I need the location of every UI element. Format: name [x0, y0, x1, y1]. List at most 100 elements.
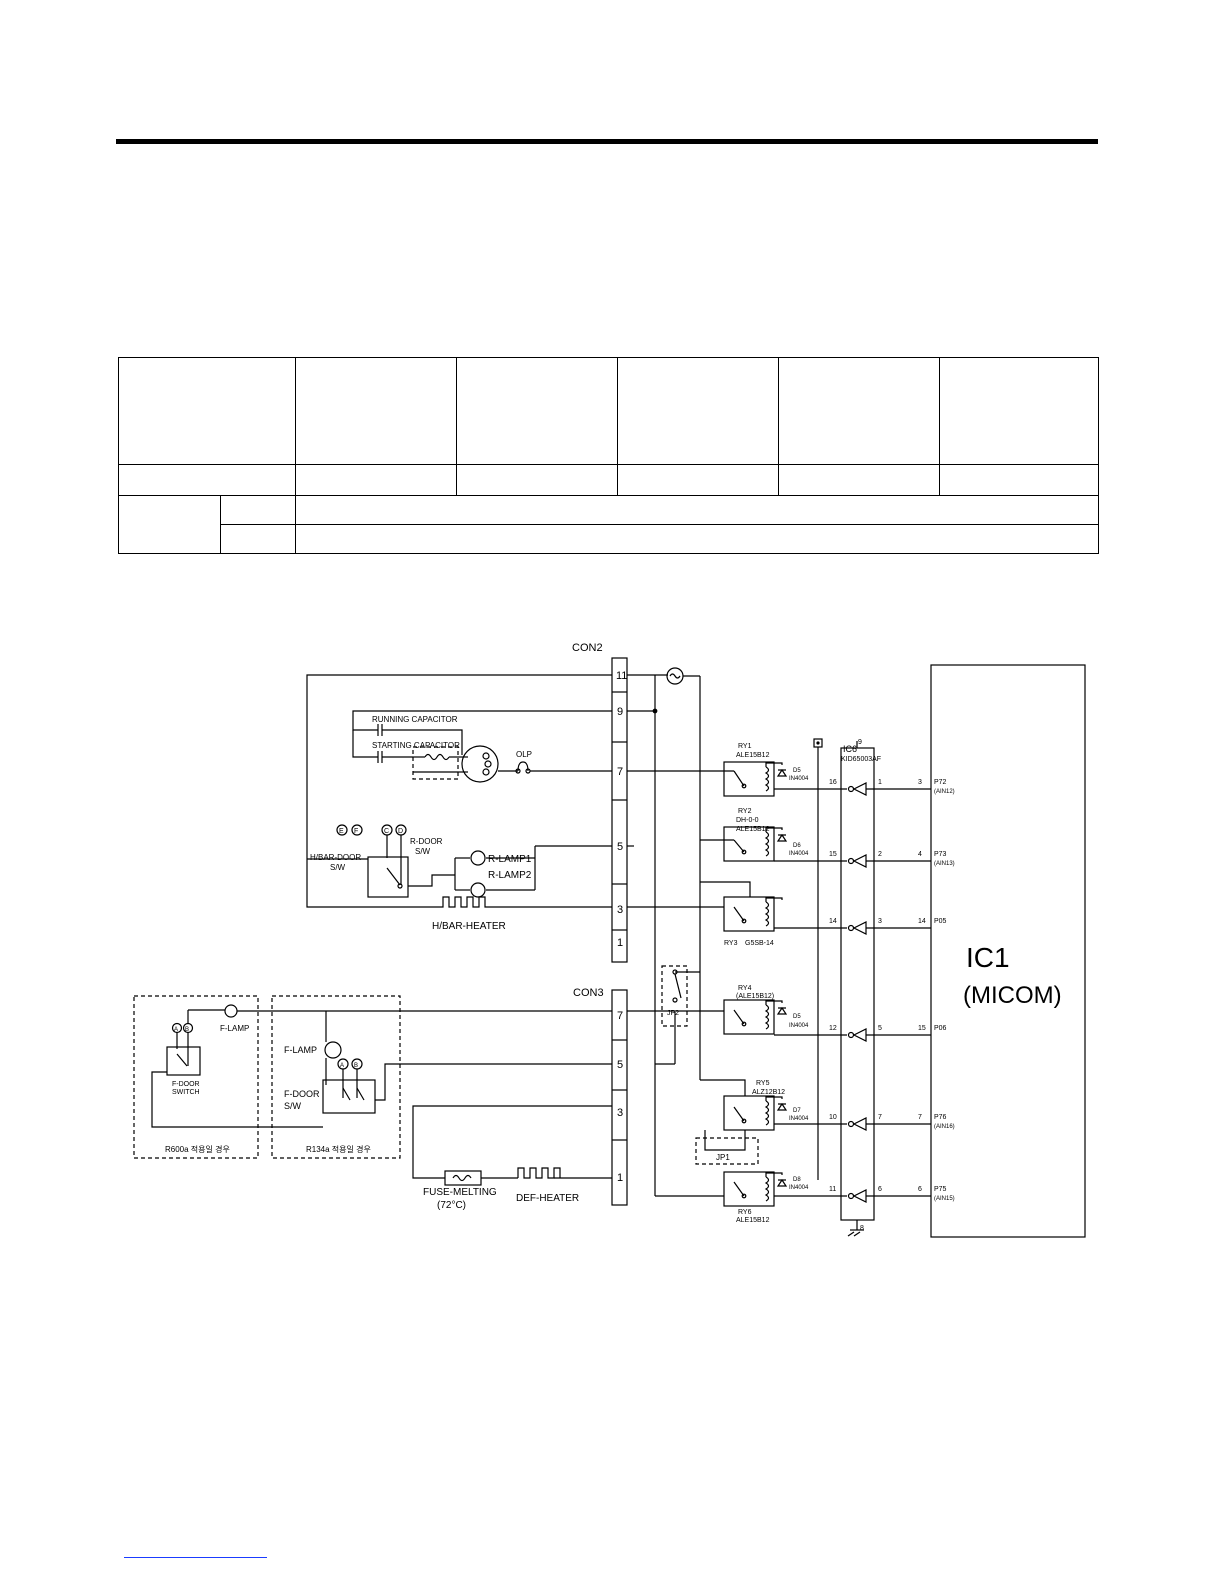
ic1-micom-box — [930, 664, 1086, 1238]
con3-pin-label: 1 — [617, 1172, 623, 1184]
relay-part-label: ALE15B12 — [736, 752, 770, 759]
driver-in-pin: 6 — [878, 1186, 882, 1193]
f-door-mid-label: F-DOOR — [284, 1089, 320, 1099]
relay-coil — [764, 1096, 788, 1126]
micom-pin: 3 — [918, 779, 922, 786]
relay-coil — [764, 1000, 788, 1030]
diode-label: D5 — [793, 1014, 801, 1020]
table-cell — [118, 464, 296, 496]
relay-part-label: ALZ12B12 — [752, 1089, 785, 1096]
con2-label: CON2 — [572, 642, 603, 654]
relay-coil — [764, 762, 788, 792]
terminal-label: A — [174, 1027, 178, 1033]
r134a-label: R134a 적용일 경우 — [306, 1144, 371, 1154]
driver-in-pin: 1 — [878, 779, 882, 786]
terminal-label: C — [384, 828, 389, 835]
ic1-label: IC1 — [966, 942, 1010, 973]
con2-pin-label: 1 — [617, 937, 623, 949]
footer-rule — [124, 1557, 267, 1558]
diode-label: D7 — [793, 1108, 801, 1114]
r-door-label: R-DOOR — [410, 837, 443, 846]
jp2-label: JP2 — [667, 1010, 679, 1017]
con3-label: CON3 — [573, 987, 604, 999]
f-door-switch-label: F-DOOR — [172, 1081, 200, 1088]
table-cell — [118, 495, 221, 554]
con2-wiring — [306, 674, 612, 908]
micom-port-alt: (AIN12) — [934, 789, 955, 795]
micom-pin: 6 — [918, 1186, 922, 1193]
table-cell — [295, 524, 1099, 554]
relay-coil — [764, 897, 783, 927]
micom-port: P76 — [934, 1114, 947, 1121]
hbar-heater-label: H/BAR-HEATER — [432, 921, 506, 932]
driver-out-pin: 14 — [829, 918, 837, 925]
header-rule — [116, 139, 1098, 144]
table-cell — [220, 524, 296, 554]
r600a-box — [133, 995, 259, 1159]
f-lamp-mid-label: F-LAMP — [284, 1045, 317, 1055]
r-lamp2-label: R-LAMP2 — [488, 870, 532, 881]
table-cell — [778, 464, 940, 496]
micom-port: P72 — [934, 779, 947, 786]
micom-port: P05 — [934, 918, 947, 925]
driver-out-pin: 15 — [829, 851, 837, 858]
con2-pin-label: 11 — [616, 670, 627, 682]
jp1 — [695, 1130, 759, 1165]
terminal-label: F — [354, 828, 358, 835]
driver-in-pin: 7 — [878, 1114, 882, 1121]
micom-pin: 4 — [918, 851, 922, 858]
micom-port: P73 — [934, 851, 947, 858]
diode-label: D5 — [793, 768, 801, 774]
terminal-label: D — [398, 828, 403, 835]
con2-pin-label: 7 — [617, 766, 623, 778]
table-cell — [118, 357, 296, 465]
con3-pin-label: 7 — [617, 1010, 623, 1022]
r-lamp1-label: R-LAMP1 — [488, 854, 532, 865]
driver-out-pin: 12 — [829, 1025, 837, 1032]
relay-label: RY3 — [724, 940, 738, 947]
def-heater-label: DEF-HEATER — [516, 1193, 579, 1204]
driver-in-pin: 3 — [878, 918, 882, 925]
olp-label: OLP — [516, 750, 532, 759]
con2-pin-label: 9 — [617, 706, 623, 718]
table-cell — [220, 495, 296, 525]
driver-out-pin: 10 — [829, 1114, 837, 1121]
relay-label: RY5 — [756, 1080, 770, 1087]
diode-part-label: IN4004 — [789, 1185, 809, 1191]
ic6-part-label: KID65003AF — [841, 756, 881, 763]
running-capacitor-label: RUNNING CAPACITOR — [372, 715, 458, 724]
driver-channel: 16 1 3 P72 (AIN12) — [774, 779, 955, 796]
ic6-label: IC6 — [843, 744, 857, 754]
ic6-pin-label: 9 — [858, 739, 862, 746]
hbar-door-sw-label: S/W — [330, 863, 346, 872]
ic6-driver — [840, 741, 875, 1237]
con3-pin-label: 5 — [617, 1059, 623, 1071]
f-lamp-left-label: F-LAMP — [220, 1024, 249, 1033]
relay-part-label: G5SB-14 — [745, 940, 774, 947]
diode-part-label: IN4004 — [789, 1023, 809, 1029]
driver-out-pin: 16 — [829, 779, 837, 786]
terminal-label: B — [354, 1063, 358, 1069]
terminal-label: B — [185, 1027, 189, 1033]
micom-port: P75 — [934, 1186, 947, 1193]
con3-connector — [611, 989, 628, 1206]
table-cell — [456, 464, 618, 496]
fuse-temp-label: (72°C) — [437, 1200, 466, 1211]
r-door-sw-label: S/W — [415, 847, 431, 856]
terminal-label: A — [340, 1063, 344, 1069]
terminal-label: E — [339, 828, 344, 835]
driver-in-pin: 2 — [878, 851, 882, 858]
relay-label: RY2 — [738, 808, 752, 815]
relay-label: RY6 — [738, 1209, 752, 1216]
relay-label: RY1 — [738, 743, 752, 750]
r-lamps — [454, 845, 612, 898]
relay-contacts — [627, 770, 751, 1199]
con2-pin-label: 5 — [617, 841, 623, 853]
relay-boxes — [723, 761, 775, 1207]
relay-part-label: ALE15B12 — [736, 826, 770, 833]
relay-coil — [764, 1172, 788, 1202]
